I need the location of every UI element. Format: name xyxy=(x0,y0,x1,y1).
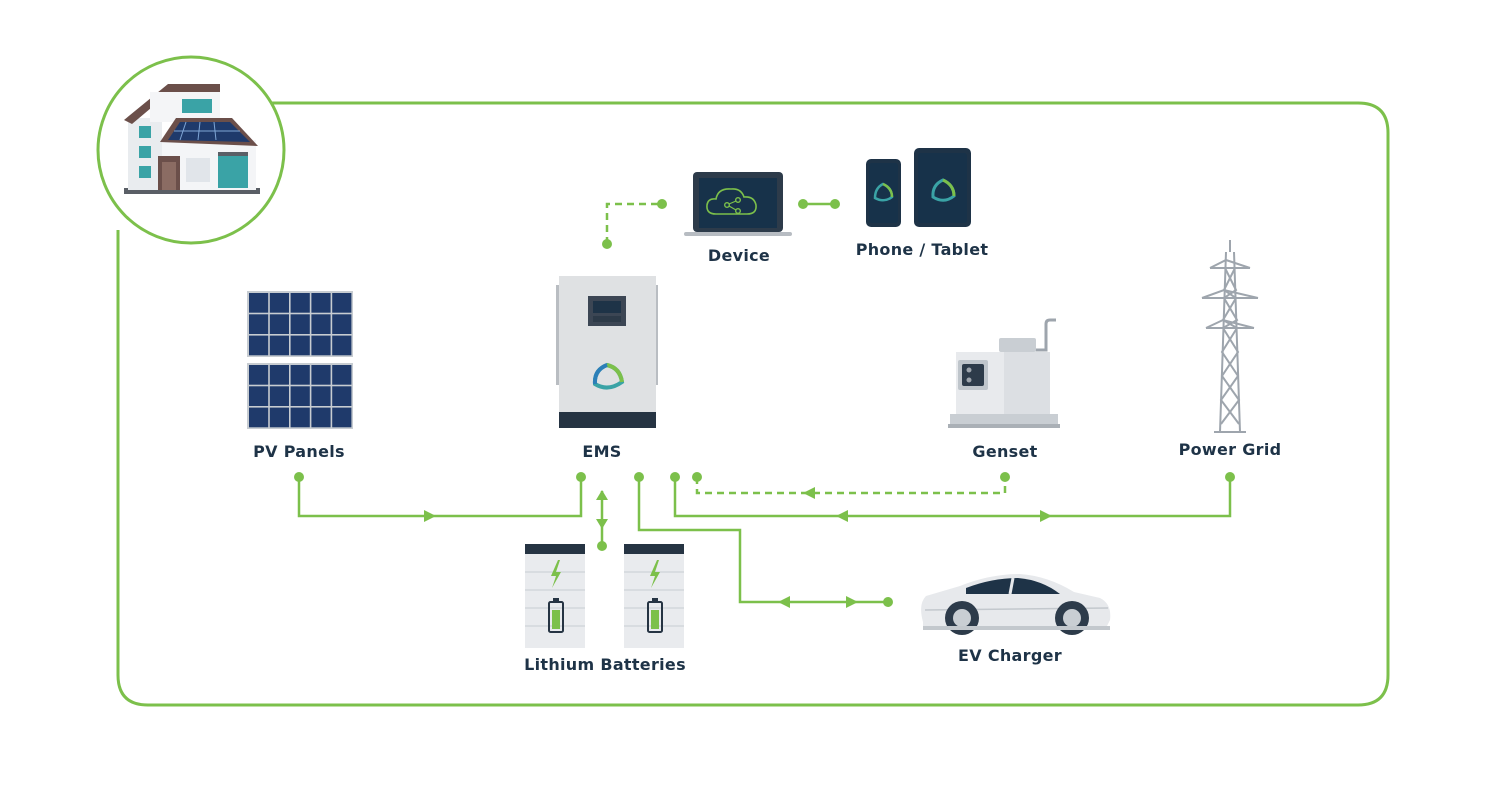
solar-panel-icon xyxy=(247,291,353,429)
electric-car-icon xyxy=(921,574,1111,635)
connection-dots xyxy=(294,199,1235,607)
device-label: Device xyxy=(707,246,771,265)
flow-arrows xyxy=(424,487,1052,608)
generator-icon xyxy=(948,318,1060,428)
ev-charger-label: EV Charger xyxy=(958,646,1062,665)
phone-icon xyxy=(866,159,901,227)
system-boundary-frame xyxy=(116,101,1390,707)
house-icon xyxy=(96,55,286,245)
ems-inverter-icon xyxy=(556,276,658,428)
power-tower-icon xyxy=(1201,240,1259,433)
lithium-batteries-label: Lithium Batteries xyxy=(524,655,686,674)
ems-label: EMS xyxy=(582,442,622,461)
phone-tablet-label: Phone / Tablet xyxy=(855,240,989,259)
tablet-icon xyxy=(914,148,971,227)
power-grid-label: Power Grid xyxy=(1178,440,1282,459)
laptop-icon xyxy=(684,172,792,236)
pv-panels-label: PV Panels xyxy=(253,442,345,461)
genset-label: Genset xyxy=(972,442,1038,461)
battery-icon xyxy=(525,544,684,648)
